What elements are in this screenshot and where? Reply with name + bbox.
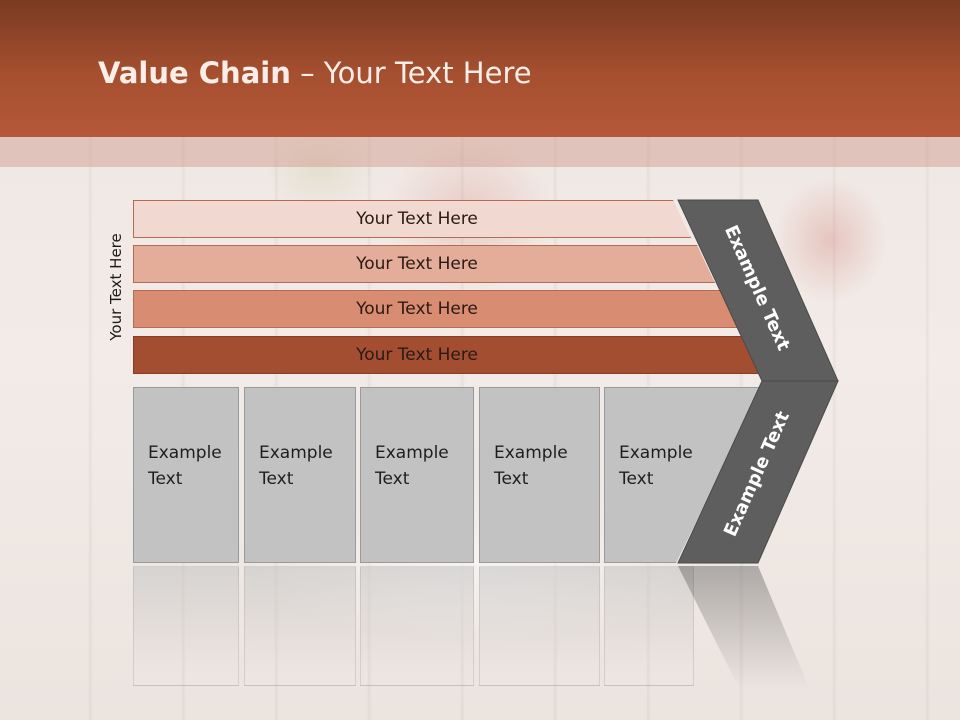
bar-1-label: Your Text Here (356, 209, 478, 229)
box-2-line1: Example (259, 443, 333, 463)
bar-4: Your Text Here (133, 336, 763, 374)
box-2-line2: Text (259, 469, 294, 489)
title-bold: Value Chain (98, 56, 291, 90)
header-band (0, 137, 960, 167)
chevron-reflection (678, 566, 810, 690)
box-4-line1: Example (494, 443, 568, 463)
box-1-line1: Example (148, 443, 222, 463)
box-1-line2: Text (148, 469, 183, 489)
box-4-line2: Text (494, 469, 529, 489)
bar-3-label: Your Text Here (356, 299, 478, 319)
header-bar (0, 0, 960, 137)
bar-4-label: Your Text Here (356, 345, 478, 365)
bar-2-label: Your Text Here (356, 254, 478, 274)
bar-1: Your Text Here (133, 200, 691, 238)
box-3-line1: Example (375, 443, 449, 463)
slide-title: Value Chain – Your Text Here (98, 56, 532, 90)
title-rest: – Your Text Here (290, 56, 532, 90)
box-3-line2: Text (375, 469, 410, 489)
box-5-line1: Example (619, 443, 693, 463)
chevron-lower (677, 380, 839, 564)
bar-2: Your Text Here (133, 245, 715, 283)
box-5-line2: Text (619, 469, 654, 489)
bar-3: Your Text Here (133, 290, 739, 328)
